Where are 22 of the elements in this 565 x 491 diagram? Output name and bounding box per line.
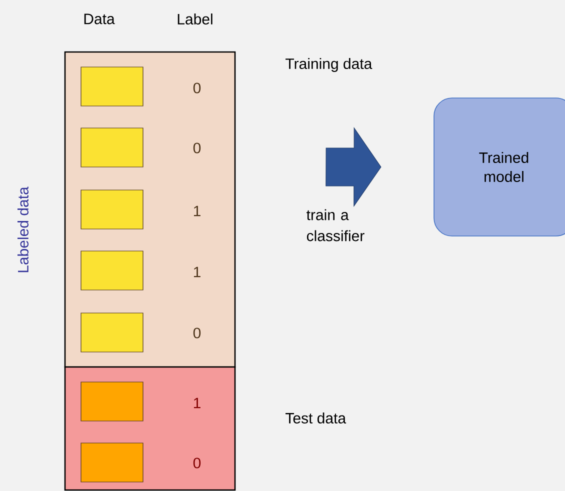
class-label: 0 [193,458,201,468]
class-label: 1 [194,266,200,278]
class-label: 1 [194,398,200,408]
model-box: Trained model [434,98,565,236]
column-header: Data [84,14,115,24]
node-label: Test data [286,412,346,424]
block-arrow [326,127,382,207]
data-sample-box [80,382,144,422]
class-label: 1 [194,206,200,216]
side-label: Labeled data [18,186,28,272]
data-sample-box [80,250,144,290]
node-label: Training data [286,58,372,72]
data-sample-box [80,312,144,352]
class-label: 0 [193,142,201,154]
data-sample-box [80,66,144,106]
edge-label: train a classifier [306,209,364,242]
class-label: 0 [193,82,201,94]
data-sample-box [80,442,144,482]
column-header: Label [178,14,212,24]
data-sample-box [80,128,144,168]
data-sample-box [80,190,144,230]
class-label: 0 [193,328,201,338]
